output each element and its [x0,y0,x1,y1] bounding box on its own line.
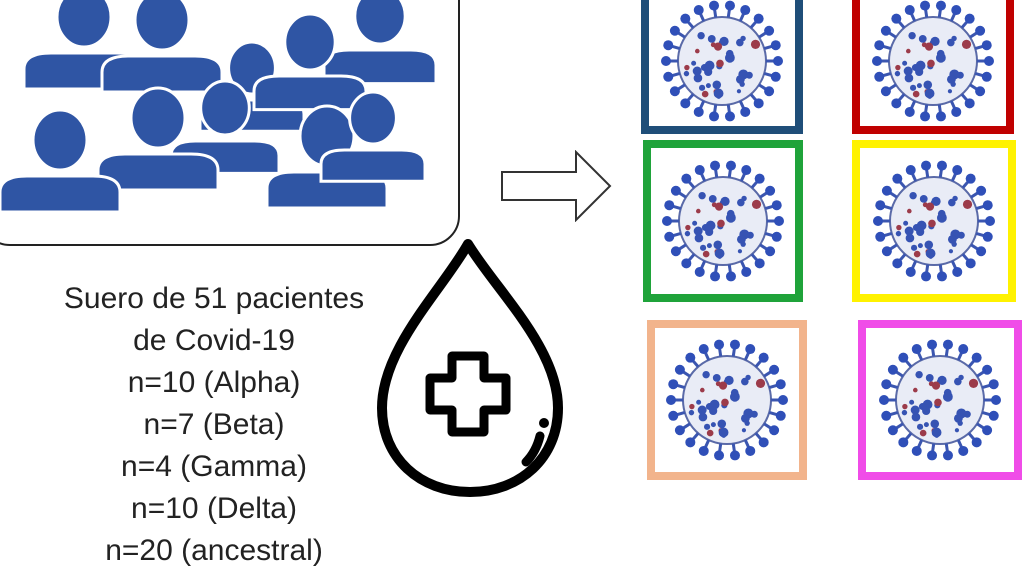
variant-box-gamma [643,140,803,302]
variant-box-delta [852,140,1016,302]
caption-line: n=4 (Gamma) [121,450,307,483]
variant-box-magenta [858,320,1022,480]
coronavirus-icon [879,339,1001,461]
caption-line: n=20 (ancestral) [105,534,323,567]
caption-line: de Covid-19 [133,324,295,357]
caption-line: n=7 (Beta) [143,408,285,441]
coronavirus-icon [873,160,995,282]
right-arrow-icon [501,150,612,222]
caption-line: n=10 (Alpha) [127,366,301,399]
caption-line: Suero de 51 pacientes [63,282,365,315]
variant-box-alpha [641,0,803,134]
coronavirus-icon [666,339,788,461]
blood-drop-plus-icon [377,239,563,497]
patient-group-panel [0,0,460,246]
patient-group-icon [0,0,438,214]
serum-caption: Suero de 51 pacientes de Covid-19 n=10 (… [10,278,418,572]
variant-box-beta [852,0,1014,134]
coronavirus-icon [662,160,784,282]
coronavirus-icon [661,0,783,122]
coronavirus-icon [872,0,994,122]
variant-box-ancestral-orange [647,320,807,480]
caption-line: n=10 (Delta) [131,492,297,525]
